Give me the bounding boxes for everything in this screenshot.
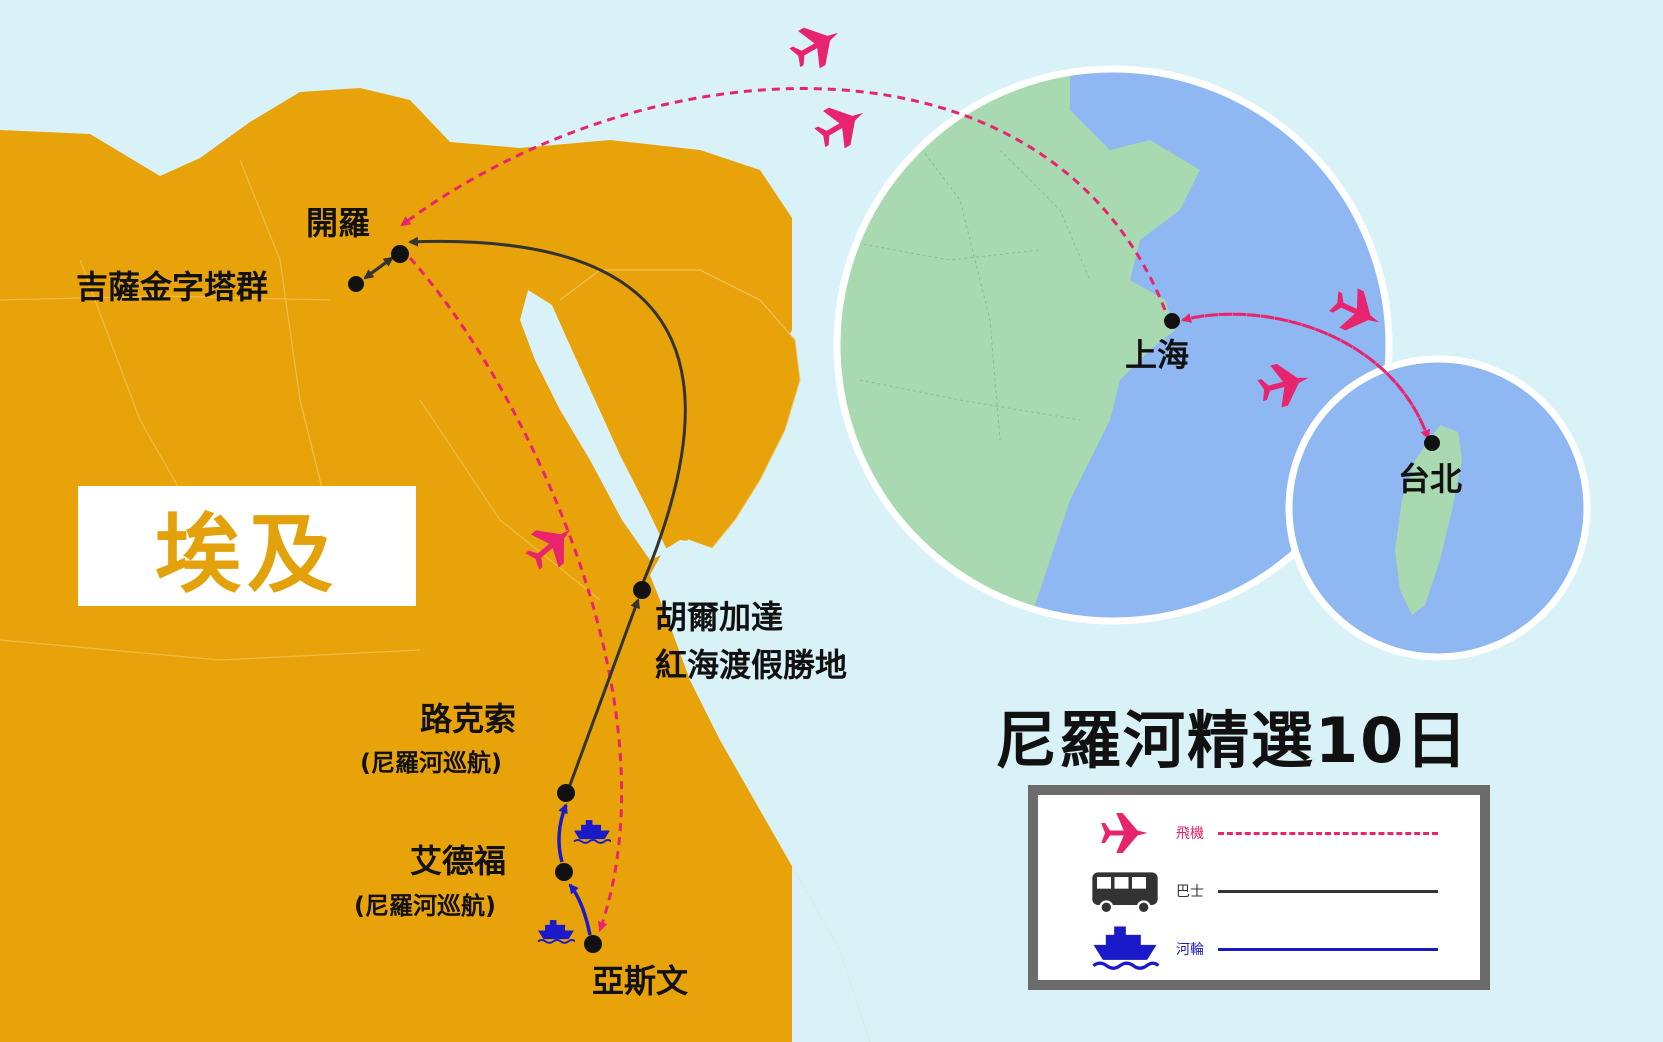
red-sea-coast xyxy=(650,540,870,1042)
cairo-dot xyxy=(391,245,409,263)
legend-label-flight: 飛機 xyxy=(1176,826,1204,842)
city-label-luxor: 路克索 xyxy=(420,700,517,738)
flight-route-cairo-aswan xyxy=(408,256,624,932)
city-label-hurghada-sub: 紅海渡假勝地 xyxy=(655,646,848,684)
city-label-hurghada: 胡爾加達 xyxy=(655,598,784,636)
airplane-icon xyxy=(783,14,849,77)
legend-row-flight: 飛機 xyxy=(1038,803,1480,863)
legend-label-bus: 巴士 xyxy=(1176,884,1204,900)
city-label-cairo: 開羅 xyxy=(306,204,371,242)
legend-row-cruise: 河輪 xyxy=(1038,919,1480,979)
city-label-taipei: 台北 xyxy=(1398,460,1463,498)
taiwan-inset xyxy=(1285,355,1591,661)
country-label-box: 埃及 xyxy=(78,486,416,606)
ship-icon xyxy=(1092,926,1160,970)
china-inset xyxy=(833,65,1393,625)
bus-route-giza-cairo xyxy=(364,256,394,280)
city-label-giza: 吉薩金字塔群 xyxy=(76,268,269,306)
red-sea-gulf xyxy=(520,290,668,560)
country-name: 埃及 xyxy=(155,503,339,605)
cruise-route-aswan-edfu xyxy=(568,883,592,936)
taipei-dot xyxy=(1424,435,1440,451)
airplane-icon xyxy=(808,94,874,157)
aswan-dot xyxy=(584,935,602,953)
legend-row-bus: 巴士 xyxy=(1038,861,1480,921)
hurghada-dot xyxy=(633,581,651,599)
shanghai-dot xyxy=(1164,313,1180,329)
legend: 飛機 巴士 河輪 xyxy=(1028,785,1490,990)
bus-route-luxor-hurghada xyxy=(568,598,640,786)
city-label-aswan: 亞斯文 xyxy=(592,962,689,1000)
sinai-land xyxy=(560,270,800,548)
legend-label-cruise: 河輪 xyxy=(1176,942,1204,958)
cruise-route-edfu-luxor xyxy=(557,803,568,863)
city-label-luxor-note: (尼羅河巡航) xyxy=(360,749,502,777)
legend-line-flight xyxy=(1218,832,1438,835)
city-label-edfu-note: (尼羅河巡航) xyxy=(354,892,496,920)
legend-line-bus xyxy=(1218,890,1438,893)
flight-route-shanghai-taipei xyxy=(1182,312,1431,440)
city-label-edfu: 艾德福 xyxy=(410,842,507,880)
bus-route-hurghada-cairo xyxy=(408,236,687,586)
airplane-icon xyxy=(1101,813,1148,853)
edfu-dot xyxy=(555,863,573,881)
bus-icon xyxy=(1092,872,1158,915)
flight-route-shanghai-cairo xyxy=(400,87,1167,311)
giza-dot xyxy=(348,276,364,292)
legend-line-cruise xyxy=(1218,948,1438,951)
luxor-dot xyxy=(557,784,575,802)
city-label-shanghai: 上海 xyxy=(1125,336,1190,374)
tour-title: 尼羅河精選10日 xyxy=(995,704,1470,777)
